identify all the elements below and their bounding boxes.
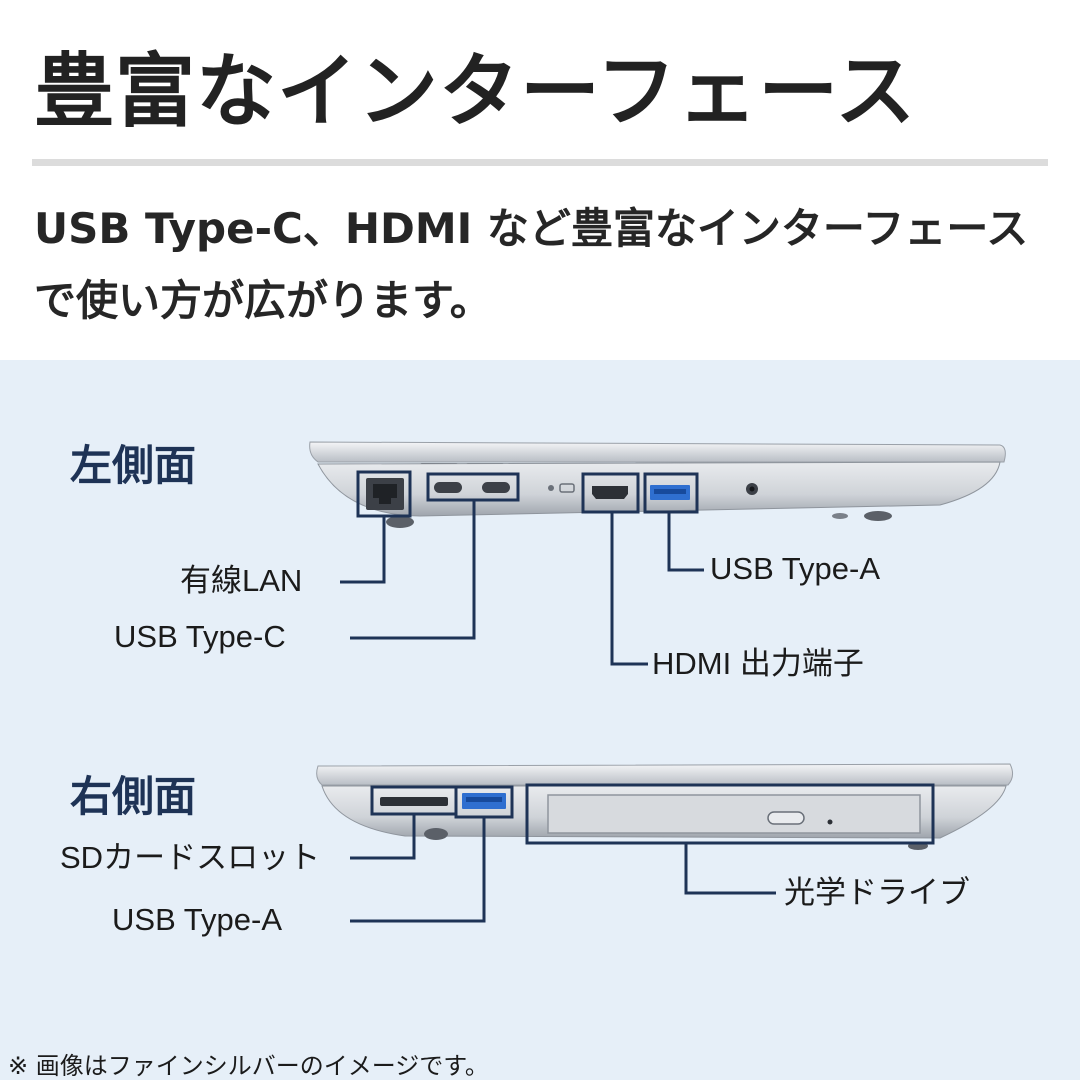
optical-drive-icon	[547, 794, 921, 834]
label-usb-type-a-left: USB Type-A	[710, 551, 881, 586]
label-usb-type-c: USB Type-C	[114, 619, 286, 654]
label-optical-drive: 光学ドライブ	[784, 875, 970, 910]
title-divider	[32, 159, 1048, 166]
usb-a-port-icon	[462, 793, 506, 809]
subtitle-line-2: で使い方が広がります。	[34, 276, 492, 325]
usb-a-port-icon	[650, 485, 690, 500]
hdmi-port-icon	[592, 486, 628, 499]
subtitle-line-1: USB Type-C、HDMI など豊富なインターフェース	[34, 204, 1029, 253]
usb-c-port-icon	[434, 482, 510, 493]
label-hdmi-out: HDMI 出力端子	[652, 646, 864, 681]
audio-jack-icon	[746, 483, 758, 495]
left-side-heading: 左側面	[70, 441, 197, 490]
left-side-laptop	[309, 441, 1006, 666]
sd-card-slot-icon	[380, 797, 448, 806]
label-wired-lan: 有線LAN	[180, 563, 303, 598]
label-usb-type-a-right: USB Type-A	[112, 902, 283, 937]
right-side-heading: 右側面	[70, 772, 197, 821]
label-sd-card-slot: SDカードスロット	[60, 840, 321, 875]
right-side-laptop	[316, 763, 1014, 923]
page-title: 豊富なインターフェース	[34, 45, 917, 138]
footnote: ※ 画像はファインシルバーのイメージです。	[8, 1052, 489, 1080]
ethernet-port-icon	[366, 478, 404, 510]
